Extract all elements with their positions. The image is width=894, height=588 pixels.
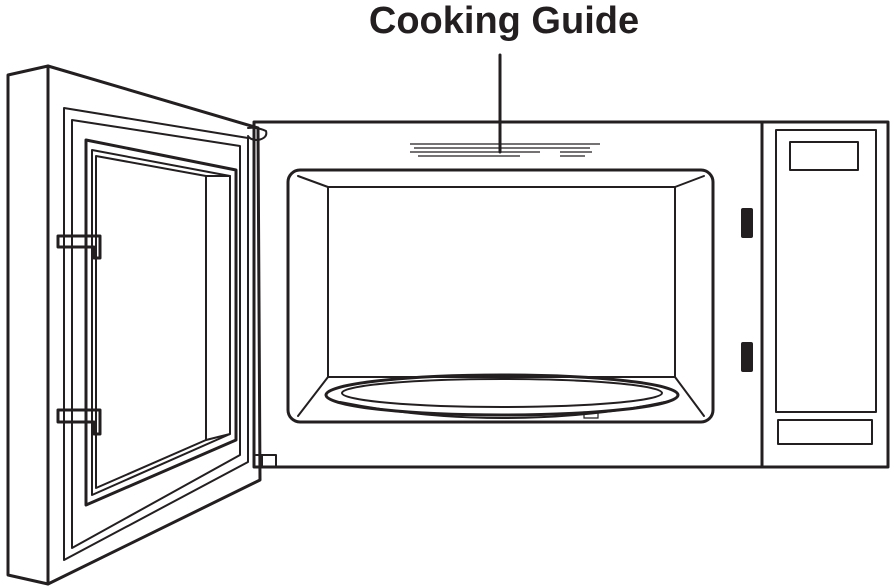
door-release-button (777, 419, 873, 445)
latch-slot-bottom (741, 342, 753, 372)
cooking-guide-text-lines (410, 143, 600, 157)
microwave-door (6, 64, 268, 586)
turntable (324, 373, 680, 419)
control-panel (760, 120, 877, 469)
cooking-guide-label: Cooking Guide (369, 0, 639, 42)
cooking-cavity (286, 168, 715, 424)
door-latch (247, 126, 268, 141)
door-hinge-bottom (56, 408, 102, 436)
latch-slot-top (741, 208, 753, 238)
microwave-body (252, 120, 890, 469)
door-hinge-top (56, 234, 102, 260)
display-window (789, 141, 859, 171)
